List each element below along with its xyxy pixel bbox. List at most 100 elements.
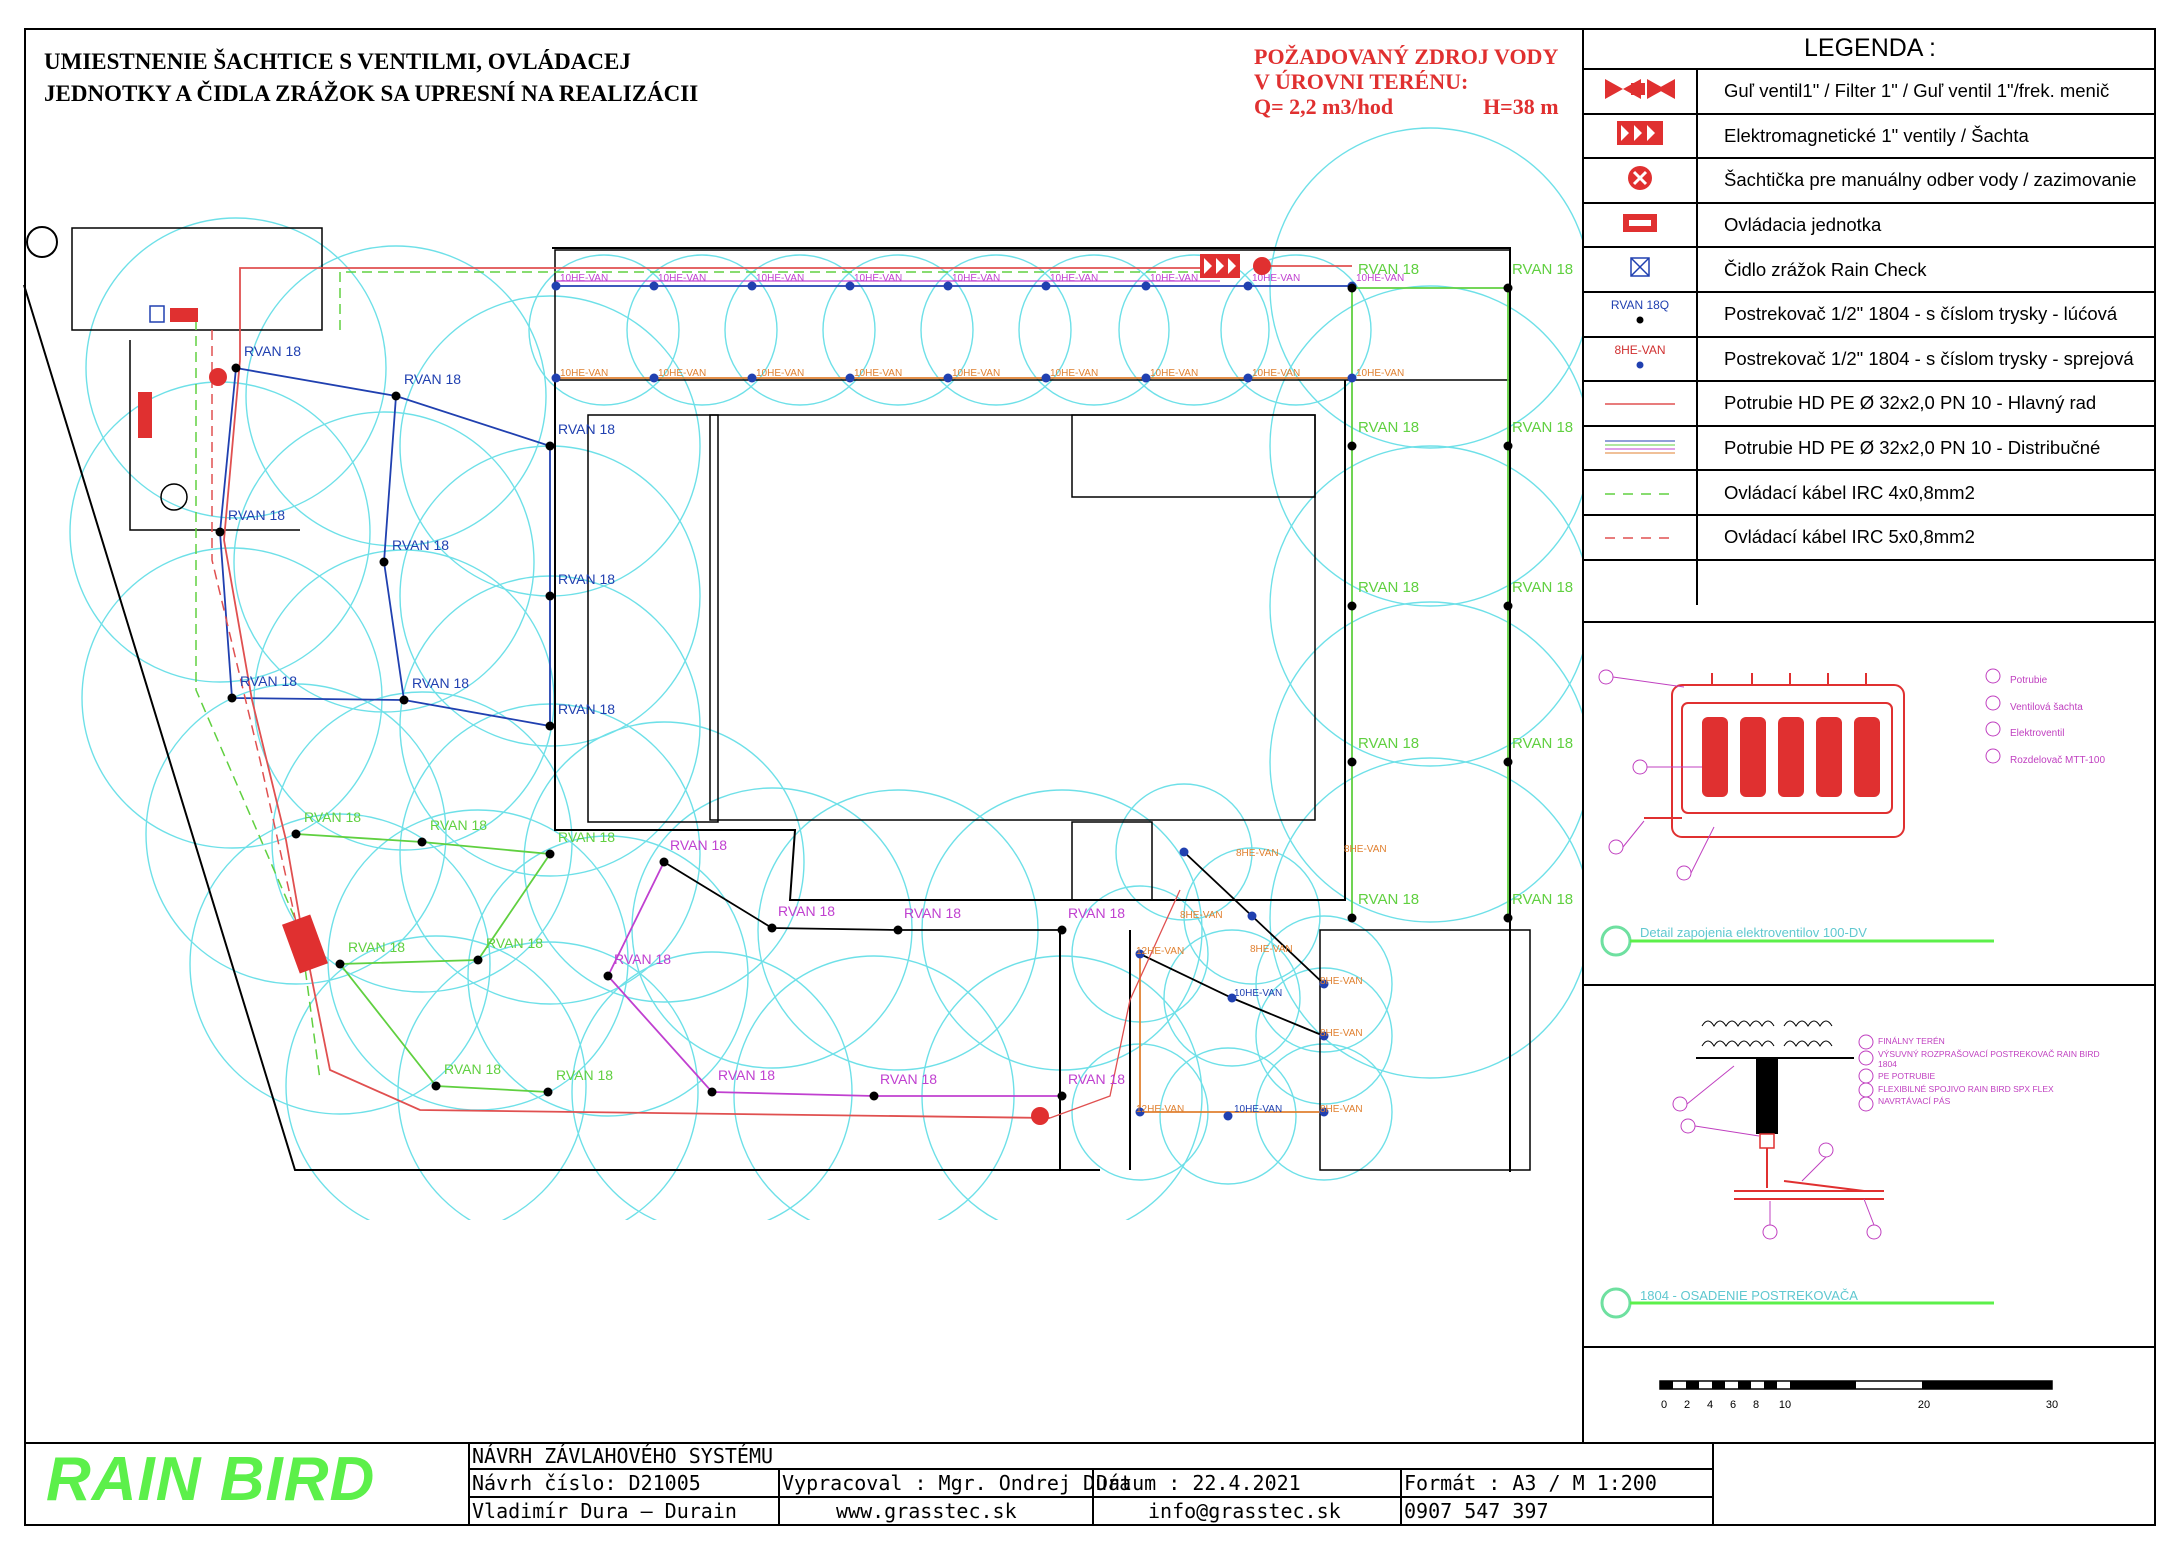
sprinkler-label: 10HE-VAN [1050, 273, 1098, 284]
sprinkler-label: 10HE-VAN [1234, 988, 1282, 999]
legend-text: Čidlo zrážok Rain Check [1724, 258, 1927, 280]
sprinkler-label: 8HE-VAN [1180, 910, 1223, 921]
coverage-circle [245, 245, 547, 547]
coverage-circle [1159, 1047, 1297, 1185]
scale-tick-30: 30 [2046, 1399, 2058, 1411]
cable-5-icon [1605, 528, 1675, 546]
scale-bar-panel: 0 2 4 6 8 10 20 30 [1582, 1346, 2156, 1442]
legend-row: Elektromagnetické 1" ventily / Šachta [1584, 114, 2156, 160]
cable-4-icon [1605, 484, 1675, 502]
sprinkler-head [1503, 601, 1513, 611]
sprinkler-head [551, 281, 561, 291]
site-plan: 10HE-VAN 10HE-VAN 10HE-VAN 10HE-VAN 10HE-VAN… [23, 127, 1582, 1220]
scale-bar: 0 2 4 6 8 10 20 30 [1659, 1380, 2058, 1411]
sprinkler-label: RVAN 18 [778, 903, 835, 919]
sprinkler-head [545, 721, 555, 731]
solenoid-valve-box-icon [1616, 120, 1664, 151]
water-line-1: POŽADOVANÝ ZDROJ VODY [1254, 44, 1559, 69]
sprinkler-label: 10HE-VAN [1252, 273, 1300, 284]
water-source-note: POŽADOVANÝ ZDROJ VODY V ÚROVNI TERÉNU: Q… [1254, 44, 1559, 119]
sprinkler-label: RVAN 18 [556, 1067, 613, 1083]
pipe-segment [607, 975, 1062, 1097]
valve-callout-4: Rozdelovač MTT-100 [2010, 754, 2106, 766]
sprinkler-label: RVAN 18 [558, 571, 615, 587]
valve-callouts: Potrubie Ventilová šachta Elektroventil … [2010, 668, 2105, 774]
sprinkler-label: RVAN 18 [558, 829, 615, 845]
legend-text: Potrubie HD PE Ø 32x2,0 PN 10 - Distribu… [1724, 437, 2101, 459]
sprinkler-head [1503, 283, 1513, 293]
sprinkler-label: RVAN 18 [430, 817, 487, 833]
sprinkler-head [767, 923, 777, 933]
sprinkler-label: RVAN 18 [558, 701, 615, 717]
prepared-by: Vypracoval : Mgr. Ondrej Dura [782, 1471, 1132, 1495]
sprinkler-head [1347, 441, 1357, 451]
coverage-circle [921, 955, 1203, 1220]
sprinkler-label: RVAN 18 [1358, 735, 1419, 752]
sprinkler-head [379, 557, 389, 567]
coverage-circle [822, 254, 974, 406]
email-link[interactable]: info@grasstec.sk [1148, 1499, 1341, 1523]
sprinkler-head [1141, 373, 1151, 383]
sprinkler-labels: 10HE-VAN 10HE-VAN 10HE-VAN 10HE-VAN 10HE-VAN… [228, 261, 1573, 1115]
sprinkler-head [391, 391, 401, 401]
legend-text: Ovládací kábel IRC 5x0,8mm2 [1724, 526, 1975, 548]
sprinkler-head [417, 837, 427, 847]
sprinkler-head [335, 959, 345, 969]
sprinkler-head [291, 829, 301, 839]
date: Dátum : 22.4.2021 [1096, 1471, 1301, 1495]
quick-coupler-2 [1031, 1107, 1049, 1125]
legend-text: Guľ ventil1" / Filter 1" / Guľ ventil 1"… [1724, 80, 2110, 102]
coverage-circle [1269, 285, 1582, 607]
detail-marker-1: D [1612, 928, 1620, 939]
sprinkler-head [473, 955, 483, 965]
web-link[interactable]: www.grasstec.sk [836, 1499, 1017, 1523]
sprinkler-label: 10HE-VAN [658, 273, 706, 284]
sprinkler-label: 8HE-VAN [1250, 944, 1293, 955]
spray-sprinkler-icon [1635, 357, 1645, 375]
format-scale: Formát : A3 / M 1:200 [1404, 1471, 1657, 1495]
sprinkler-label: RVAN 18 [228, 507, 285, 523]
sprinkler-label: RVAN 18 [404, 371, 461, 387]
legend-text: Šachtička pre manuálny odber vody / zazi… [1724, 169, 2137, 191]
legend-text: Elektromagnetické 1" ventily / Šachta [1724, 124, 2029, 146]
coverage-circle [1269, 127, 1582, 449]
sprinkler-label: RVAN 18 [486, 935, 543, 951]
sprinkler-label: RVAN 18 [1358, 261, 1419, 278]
legend-empty-row [1584, 560, 2156, 606]
sprinkler-callouts: FINÁLNY TERÉN VÝSUVNÝ ROZPRAŠOVACÍ POSTR… [1878, 1034, 2118, 1109]
legend-row: Čidlo zrážok Rain Check [1584, 248, 2156, 293]
scale-tick-10: 10 [1779, 1399, 1791, 1411]
sprinkler-head [1347, 283, 1357, 293]
sprinkler-callout-5: NAVRTÁVACÍ PÁS [1878, 1096, 1951, 1106]
rotary-sprinkler-icon [1635, 312, 1645, 330]
detail-valves-panel: Potrubie Ventilová šachta Elektroventil … [1582, 621, 2156, 984]
quick-coupler-icon [1627, 165, 1653, 196]
coverage-circle [145, 683, 447, 985]
sprinkler-label: 10HE-VAN [1356, 273, 1404, 284]
coverage-circle [1255, 915, 1393, 1053]
legend-row: Ovládací kábel IRC 5x0,8mm2 [1584, 515, 2156, 561]
coverage-circle [724, 254, 876, 406]
scale-tick-8: 8 [1753, 1399, 1759, 1411]
coverage-circle [528, 254, 680, 406]
scale-tick-20: 20 [1918, 1399, 1930, 1411]
sprinkler-label: RVAN 18 [304, 809, 361, 825]
sprinkler-label: RVAN 18 [348, 939, 405, 955]
coverage-circle [1269, 445, 1582, 767]
sprinkler-label: RVAN 18 [1358, 579, 1419, 596]
sprinkler-label: RVAN 18 [1512, 735, 1573, 752]
sprinkler-head [231, 363, 241, 373]
sprinkler-head [747, 281, 757, 291]
water-line-2: V ÚROVNI TERÉNU: [1254, 69, 1469, 94]
coverage-circle [1255, 967, 1393, 1105]
legend-row: Ovládací kábel IRC 4x0,8mm2 [1584, 471, 2156, 516]
sprinkler-head [1347, 601, 1357, 611]
sprinkler-callout-4: FLEXIBILNÉ SPOJIVO RAIN BIRD SPX FLEX [1878, 1084, 2054, 1094]
scale-tick-6: 6 [1730, 1399, 1736, 1411]
sprinkler-head [1243, 373, 1253, 383]
sprinkler-head [1319, 979, 1329, 989]
pipe-segment [1049, 889, 1181, 1119]
company-name: Vladimír Dura – Durain [472, 1499, 737, 1523]
sprinkler-label: RVAN 18 [1358, 419, 1419, 436]
distribution-pipe-icon [1605, 438, 1675, 459]
